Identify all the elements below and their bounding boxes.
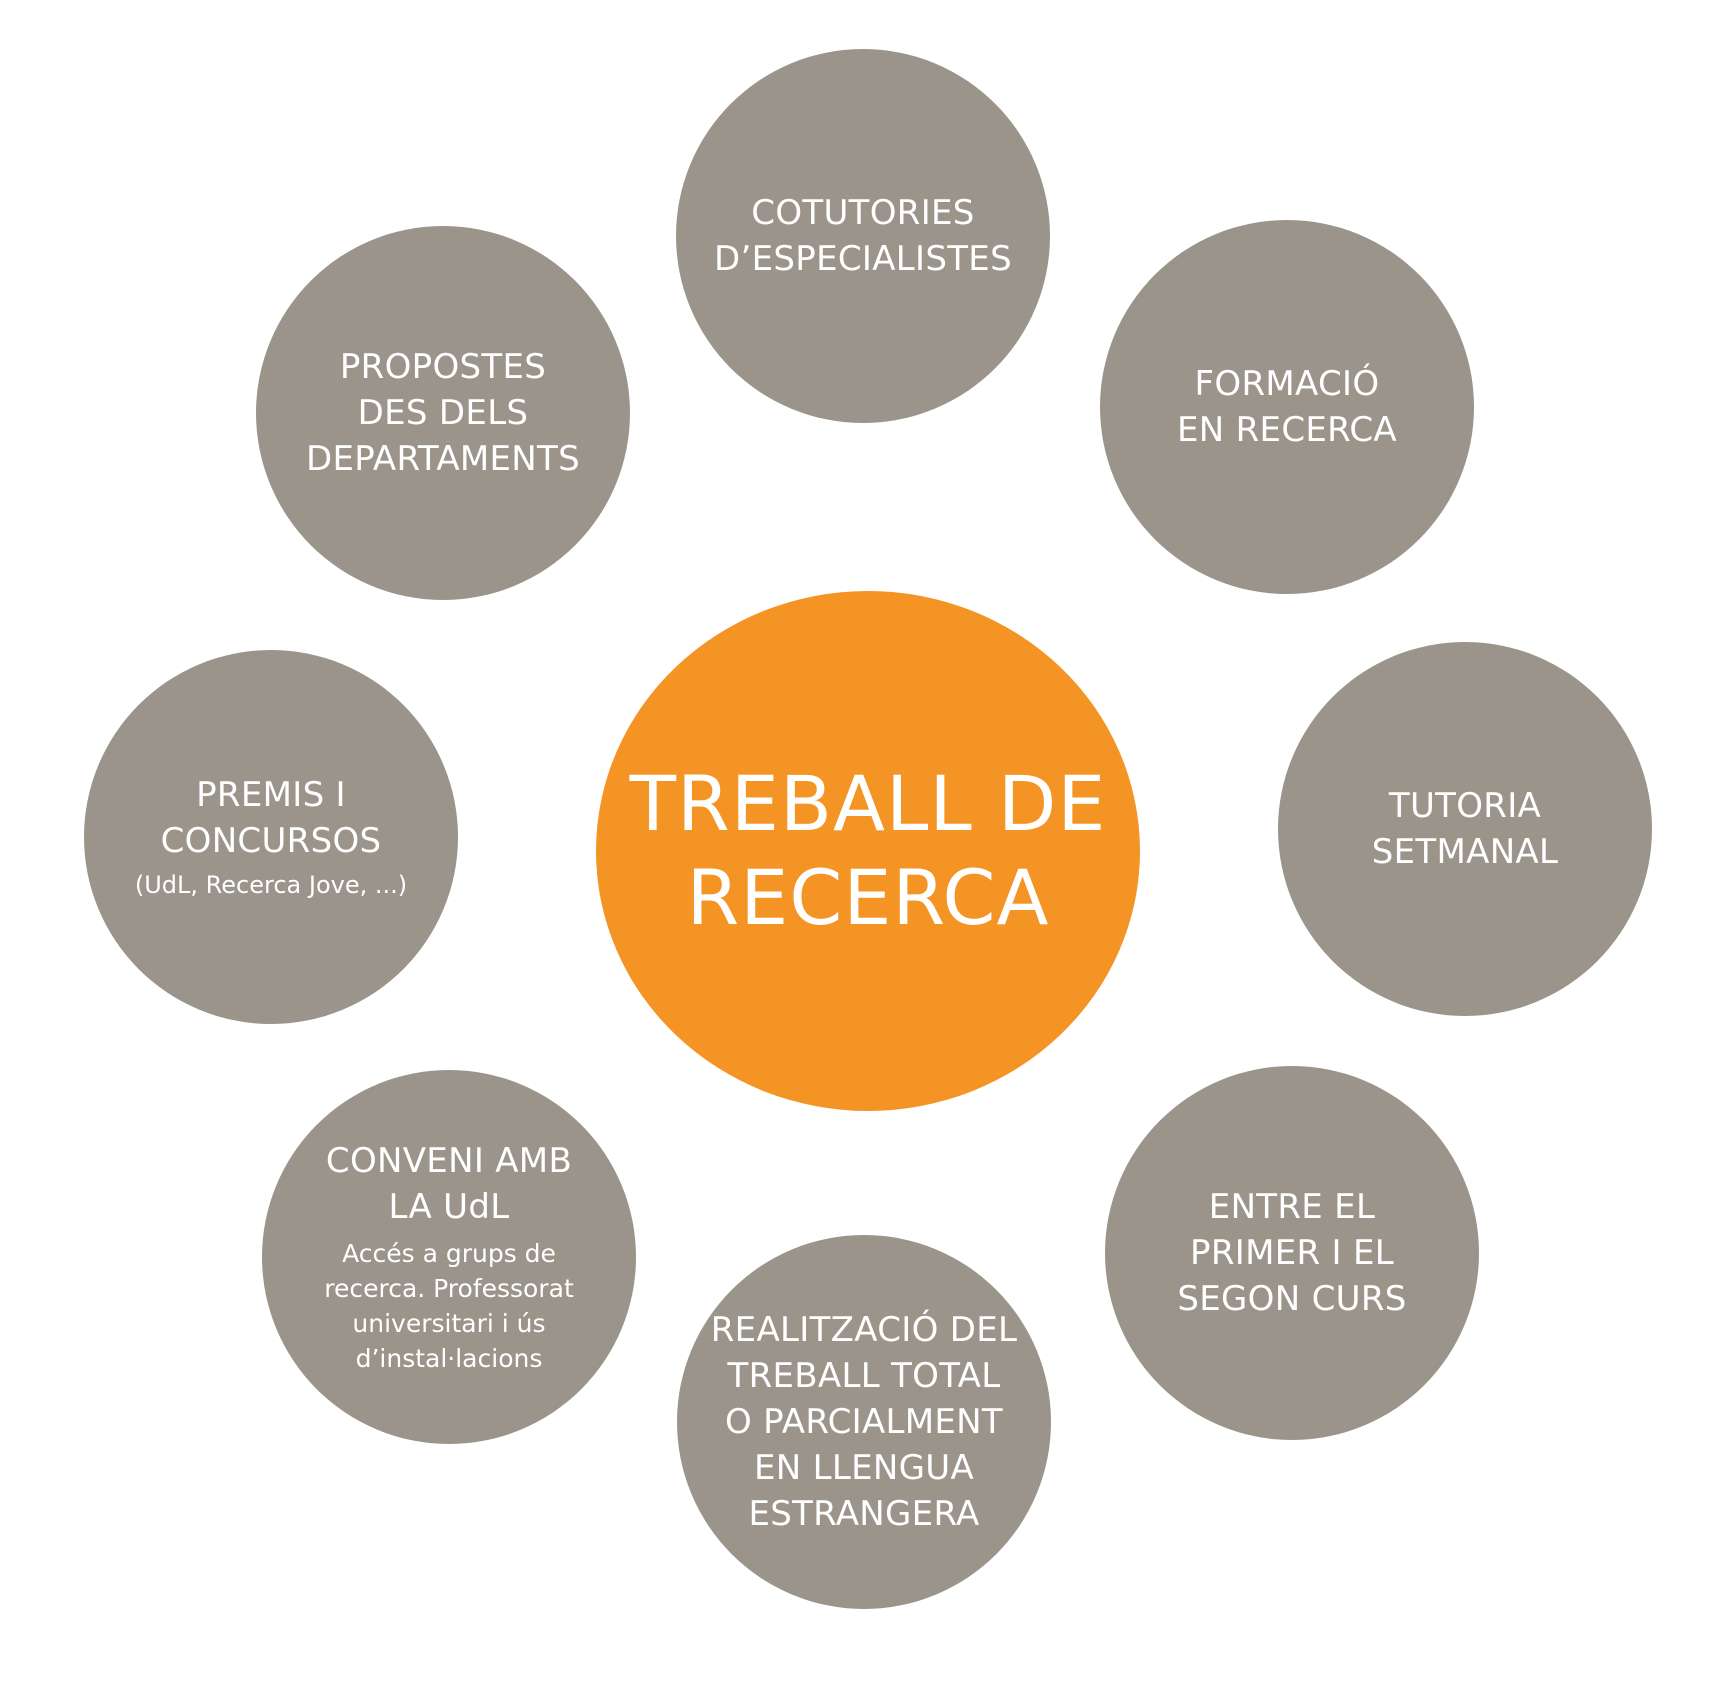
node-propostes: PROPOSTES DES DELS DEPARTAMENTS [256, 226, 630, 600]
title-line: TUTORIA [1388, 786, 1542, 826]
node-conveni: CONVENI AMB LA UdL Accés a grups de rece… [262, 1070, 636, 1444]
title-line: DES DELS [357, 393, 529, 433]
center-title-line: RECERCA [686, 853, 1050, 942]
center-title-line: TREBALL DE [629, 759, 1107, 848]
title-line: CONVENI AMB [325, 1141, 573, 1181]
node-title: FORMACIÓ EN RECERCA [1177, 361, 1397, 453]
node-tutoria: TUTORIA SETMANAL [1278, 642, 1652, 1016]
title-line: FORMACIÓ [1194, 364, 1380, 404]
title-line: PROPOSTES [339, 347, 547, 387]
node-title: CONVENI AMB LA UdL [326, 1138, 572, 1230]
note-line: (UdL, Recerca Jove, ...) [134, 870, 408, 899]
note-line: d’instal·lacions [355, 1344, 543, 1373]
center-node: TREBALL DE RECERCA [596, 591, 1140, 1111]
node-title: ENTRE EL PRIMER I EL SEGON CURS [1177, 1184, 1406, 1322]
node-title: PREMIS I CONCURSOS [161, 772, 382, 864]
title-line: EN RECERCA [1177, 410, 1397, 450]
title-line: COTUTORIES [751, 193, 975, 233]
node-entre-cursos: ENTRE EL PRIMER I EL SEGON CURS [1105, 1066, 1479, 1440]
node-note: Accés a grups de recerca. Professorat un… [324, 1236, 574, 1376]
note-line: universitari i ús [352, 1309, 546, 1338]
title-line: TREBALL TOTAL [727, 1356, 1001, 1396]
note-line: recerca. Professorat [324, 1274, 574, 1303]
title-line: O PARCIALMENT [725, 1402, 1003, 1442]
title-line: PRIMER I EL [1190, 1233, 1394, 1273]
node-formacio: FORMACIÓ EN RECERCA [1100, 220, 1474, 594]
title-line: CONCURSOS [160, 820, 382, 861]
node-title: REALITZACIÓ DEL TREBALL TOTAL O PARCIALM… [711, 1307, 1018, 1537]
node-note: (UdL, Recerca Jove, ...) [135, 868, 407, 903]
title-line: SEGON CURS [1177, 1279, 1407, 1319]
title-line: PREMIS I [196, 774, 346, 815]
node-realitzacio: REALITZACIÓ DEL TREBALL TOTAL O PARCIALM… [677, 1235, 1051, 1609]
node-title: TUTORIA SETMANAL [1372, 783, 1558, 875]
note-line: Accés a grups de [342, 1239, 556, 1268]
node-cotutories: COTUTORIES D’ESPECIALISTES [676, 49, 1050, 423]
title-line: SETMANAL [1371, 832, 1559, 872]
title-line: DEPARTAMENTS [306, 439, 580, 479]
title-line: REALITZACIÓ DEL [710, 1310, 1018, 1350]
center-title: TREBALL DE RECERCA [630, 757, 1107, 945]
title-line: D’ESPECIALISTES [714, 239, 1012, 279]
node-title: COTUTORIES D’ESPECIALISTES [714, 190, 1012, 282]
title-line: ESTRANGERA [748, 1494, 980, 1534]
title-line: ENTRE EL [1208, 1187, 1376, 1227]
title-line: EN LLENGUA [753, 1448, 974, 1488]
title-line: LA UdL [388, 1187, 510, 1227]
node-title: PROPOSTES DES DELS DEPARTAMENTS [306, 344, 580, 482]
node-premis: PREMIS I CONCURSOS (UdL, Recerca Jove, .… [84, 650, 458, 1024]
